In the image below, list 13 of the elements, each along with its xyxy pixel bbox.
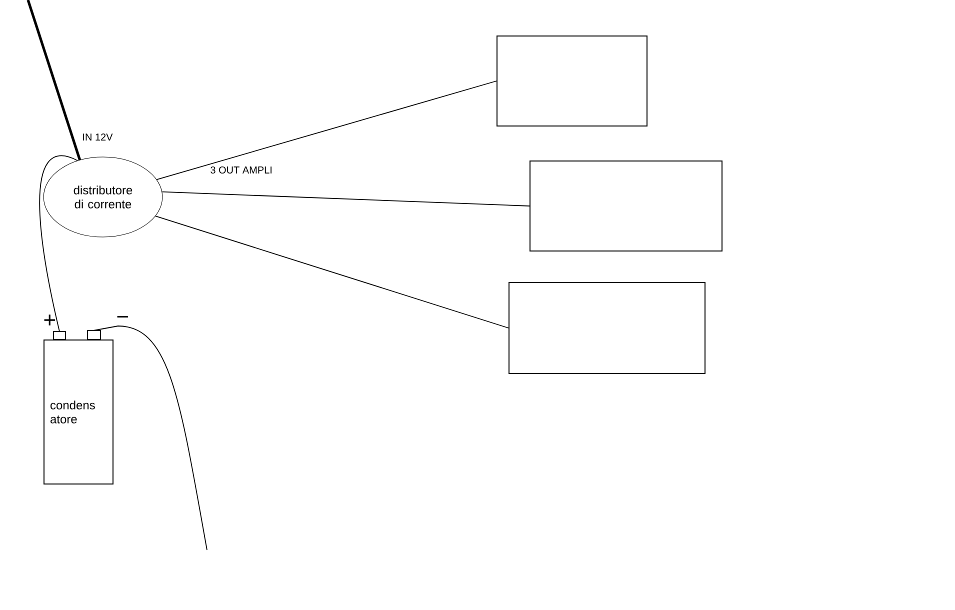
capacitor-box: condens atore [44, 330, 114, 484]
wire [93, 326, 208, 550]
wire [155, 216, 509, 328]
wire [162, 191, 530, 206]
thick-wire [26, 0, 82, 160]
amplifier-box [496, 36, 648, 126]
input-label: IN 12V [83, 134, 113, 140]
plus-sign: + [44, 314, 55, 326]
output-label: 3 OUT AMPLI [210, 166, 272, 174]
amplifier-box [530, 160, 722, 252]
wire [156, 80, 497, 180]
minus-sign: − [117, 316, 128, 318]
amplifier-box [508, 282, 706, 374]
